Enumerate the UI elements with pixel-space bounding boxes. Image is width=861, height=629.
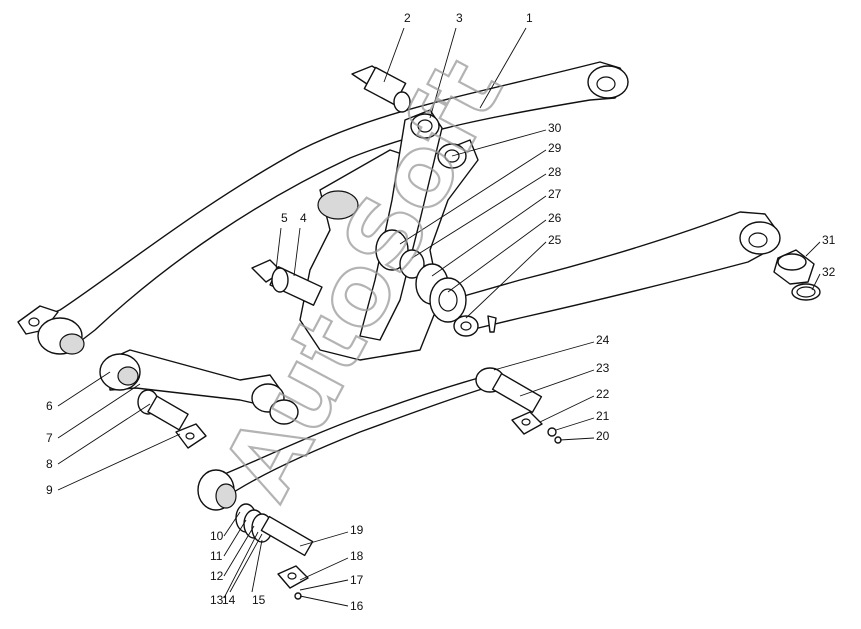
- callout-19: 19: [350, 523, 364, 537]
- leader-line-27: [431, 195, 547, 277]
- leader-line-14: [229, 533, 263, 593]
- leader-line-15: [251, 539, 263, 593]
- leader-line-6: [57, 371, 111, 407]
- callout-13: 13: [210, 593, 224, 607]
- callout-17: 17: [350, 573, 364, 587]
- leader-line-8: [57, 403, 151, 465]
- leader-line-1: [479, 27, 527, 109]
- leader-line-7: [57, 383, 141, 439]
- leader-line-10: [223, 511, 241, 537]
- watermark: AutoSoft: [201, 42, 524, 516]
- callout-28: 28: [548, 165, 562, 179]
- leader-line-22: [539, 395, 595, 423]
- callout-29: 29: [548, 141, 562, 155]
- leader-line-3: [429, 27, 457, 119]
- leader-line-23: [519, 369, 595, 397]
- leader-line-19: [299, 531, 349, 547]
- leader-line-26: [447, 219, 547, 293]
- callout-16: 16: [350, 599, 364, 613]
- callout-27: 27: [548, 187, 562, 201]
- callout-1: 1: [526, 11, 533, 25]
- leader-lines: [57, 27, 821, 607]
- left-pivot-pin: [251, 259, 323, 306]
- short-lower-arm: [99, 349, 299, 449]
- leader-line-24: [493, 341, 595, 371]
- leader-line-32: [811, 273, 821, 291]
- callout-5: 5: [281, 211, 288, 225]
- leader-line-9: [57, 433, 181, 491]
- leader-line-25: [465, 241, 547, 319]
- leader-line-12: [223, 525, 255, 577]
- leader-line-2: [383, 27, 405, 83]
- callout-25: 25: [548, 233, 562, 247]
- callout-11: 11: [210, 549, 223, 563]
- leader-line-17: [299, 579, 349, 591]
- leader-line-28: [411, 173, 547, 259]
- leader-line-4: [293, 227, 301, 277]
- leader-line-18: [299, 557, 349, 581]
- leader-line-5: [275, 227, 282, 271]
- leader-line-11: [223, 519, 247, 557]
- callout-21: 21: [596, 409, 610, 423]
- pivot-bushing-stack: [375, 229, 497, 337]
- right-pin-assembly: [475, 367, 562, 444]
- callout-22: 22: [596, 387, 610, 401]
- callout-6: 6: [46, 399, 53, 413]
- leader-line-31: [805, 241, 821, 257]
- bushing-31: [773, 249, 815, 285]
- callout-30: 30: [548, 121, 562, 135]
- leader-line-29: [399, 149, 547, 245]
- callout-9: 9: [46, 483, 53, 497]
- callout-26: 26: [548, 211, 562, 225]
- leader-line-13: [223, 531, 259, 599]
- leader-line-21: [555, 417, 595, 431]
- callout-20: 20: [596, 429, 610, 443]
- callout-24: 24: [596, 333, 610, 347]
- leader-line-30: [451, 129, 547, 157]
- callout-10: 10: [210, 529, 224, 543]
- lower-long-arm: [197, 211, 781, 511]
- callout-4: 4: [300, 211, 307, 225]
- callout-12: 12: [210, 569, 224, 583]
- callout-32: 32: [822, 265, 836, 279]
- upper-pin: [351, 65, 411, 113]
- leader-line-16: [299, 595, 349, 607]
- leader-line-20: [559, 437, 595, 441]
- callout-18: 18: [350, 549, 364, 563]
- callout-8: 8: [46, 457, 53, 471]
- upper-long-arm: [17, 61, 629, 355]
- callout-3: 3: [456, 11, 463, 25]
- callout-2: 2: [404, 11, 411, 25]
- callout-23: 23: [596, 361, 610, 375]
- callout-15: 15: [252, 593, 266, 607]
- ring-32: [791, 283, 821, 301]
- callout-31: 31: [822, 233, 836, 247]
- callout-14: 14: [222, 593, 236, 607]
- callout-7: 7: [46, 431, 53, 445]
